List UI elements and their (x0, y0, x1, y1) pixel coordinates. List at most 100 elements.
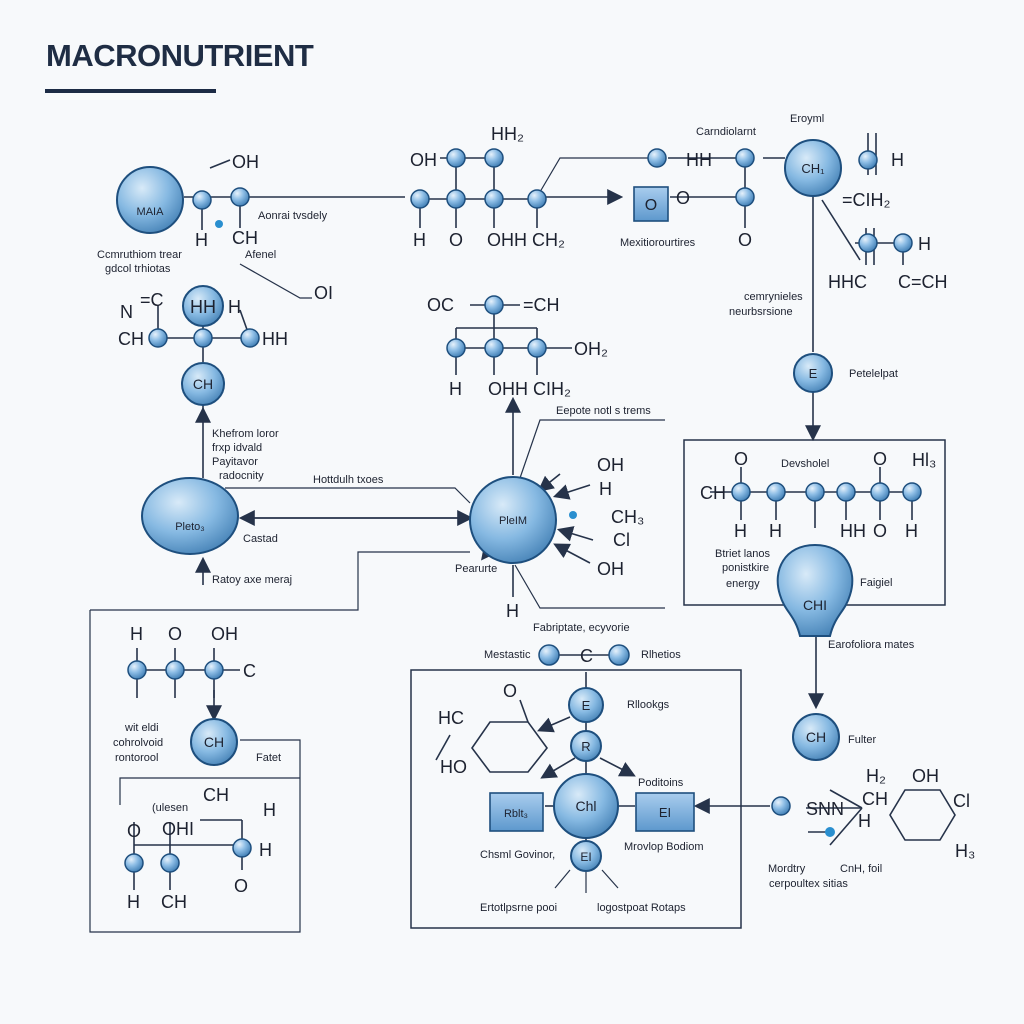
molecule-bottom-left: H O OH C CH H O OHI H O H CH (124, 624, 276, 912)
formula-label: OHH CH₂ (487, 230, 565, 250)
molecule-top-right: HH O O H =CIH₂ H HHC C=CH (647, 133, 948, 292)
node-e-label: E (809, 366, 818, 381)
node-ch-top-label: CH₁ (801, 161, 825, 176)
formula-label: O (734, 449, 748, 469)
label-pearurte: Pearurte (455, 563, 497, 575)
formula-label: HH₂ (491, 124, 524, 144)
formula-label: H₂ (866, 766, 886, 786)
label-rlhetios: Rlhetios (641, 649, 681, 661)
formula-label: O (676, 188, 690, 208)
label-radocnity: radocnity (219, 470, 264, 482)
formula-label: H (449, 379, 462, 399)
node-pleim: PleIM (469, 476, 557, 564)
label-fatet: Fatet (256, 752, 281, 764)
node-chi-center: Chl (553, 773, 619, 839)
label-wit-eldi: wit eldi (124, 722, 159, 734)
label-hottdulh-txoes: Hottdulh txoes (313, 474, 384, 486)
title-underline (45, 89, 216, 93)
node-r: R (570, 730, 602, 762)
node-pleim-label: PleIM (499, 515, 527, 527)
formula-label: C (243, 661, 256, 681)
formula-label: OHH CIH₂ (488, 379, 571, 399)
node-e: E (793, 353, 833, 393)
formula-label: H (506, 601, 519, 621)
formula-label: H₃ (955, 841, 975, 861)
node-pleto-label: Pleto₃ (175, 521, 205, 533)
labels: Aonrai tvsdely Ccmruthiom trear gdcol tr… (97, 113, 915, 914)
label-mrovlop: Mrovlop Bodiom (624, 841, 703, 853)
label-frxp-idvald: frxp idvald (212, 442, 262, 454)
node-ch-left-label: CH (193, 376, 213, 392)
label-gdcol-tnlotes: gdcol trhiotas (105, 263, 171, 275)
label-ponistkire: ponistkire (722, 562, 769, 574)
formula-label: HHC (828, 272, 867, 292)
label-mordtry: Mordtry (768, 863, 806, 875)
formula-label: O (234, 876, 248, 896)
formula-label: CH₃ (611, 507, 644, 527)
formula-label: N (120, 302, 133, 322)
box-ei: EI (635, 792, 695, 832)
formula-label: O (873, 521, 887, 541)
formula-label: O (127, 821, 141, 841)
molecule-top-left: OH H CH (192, 152, 259, 250)
label-afenel: Afenel (245, 249, 276, 261)
label-rllookgs: Rllookgs (627, 699, 670, 711)
formula-label: H (413, 230, 426, 250)
label-conmuthom-tnear: Ccmruthiom trear (97, 249, 182, 261)
formula-label: CH (203, 785, 229, 805)
label-cnth-foil: CnH, foil (840, 863, 882, 875)
formula-label: O (738, 230, 752, 250)
label-fulter: Fulter (848, 734, 876, 746)
formula-label: OH₂ (574, 339, 608, 359)
formula-label: OC (427, 295, 454, 315)
label-uleser: (ulesen (152, 802, 188, 814)
label-cemrynieles: cemrynieles (744, 291, 803, 303)
formula-label: H (228, 297, 241, 317)
formula-label: CH (700, 483, 726, 503)
node-ch-lower: CH (190, 718, 238, 766)
box-o-label: O (645, 197, 657, 214)
formula-label: H (891, 150, 904, 170)
node-r-label: R (581, 739, 590, 754)
formula-label: OH (597, 559, 624, 579)
node-ei-small: EI (570, 840, 602, 872)
label-devsholel: Devsholel (781, 458, 829, 470)
formula-label: H (259, 840, 272, 860)
formula-label: H (769, 521, 782, 541)
label-petelelpat: Petelelpat (849, 368, 898, 380)
label-cerpoultex: cerpoultex sitias (769, 878, 848, 890)
formula-label: =C (140, 290, 164, 310)
label-cohrolvoid: cohrolvoid (113, 737, 163, 749)
formula-label: H (127, 892, 140, 912)
formula-label: HH (262, 329, 288, 349)
label-energy: energy (726, 578, 760, 590)
formula-label: H (734, 521, 747, 541)
node-ch-lower-label: CH (204, 734, 224, 750)
formula-label: HC (438, 708, 464, 728)
molecule-energy-box: O O Hl₃ CH H H HH O H (700, 449, 936, 541)
formula-label: O (449, 230, 463, 250)
node-maia-label: MAIA (137, 206, 165, 218)
formula-label: CH (118, 329, 144, 349)
node-ch-top: CH₁ (784, 139, 842, 197)
label-mexitiorourtires: Mexitiorourtires (620, 237, 696, 249)
page-title: MACRONUTRIENT (46, 38, 314, 73)
label-ratoy-axe: Ratoy axe meraj (212, 574, 292, 586)
label-payitavor: Payitavor (212, 456, 258, 468)
node-ei-small-label: EI (580, 850, 591, 864)
molecule-left-middle: HH =C N CH H HH OI (118, 283, 333, 362)
formula-label: C (580, 646, 593, 666)
formula-label: H (905, 521, 918, 541)
formula-label: =CIH₂ (842, 190, 891, 210)
formula-label: HO (440, 757, 467, 777)
formula-label: HH (686, 150, 712, 170)
formula-label: H (858, 811, 871, 831)
molecule-top-center: HH₂ OH H O OHH CH₂ (410, 124, 565, 250)
box-rblt-label: Rblt₃ (504, 808, 528, 820)
label-earofoliora: Earofoliora mates (828, 639, 915, 651)
formula-label: =CH (523, 295, 560, 315)
molecule-center-ring: HC O HO C (435, 644, 630, 777)
formula-label: HH (840, 521, 866, 541)
box-ei-label: EI (659, 805, 671, 820)
formula-label: O (873, 449, 887, 469)
